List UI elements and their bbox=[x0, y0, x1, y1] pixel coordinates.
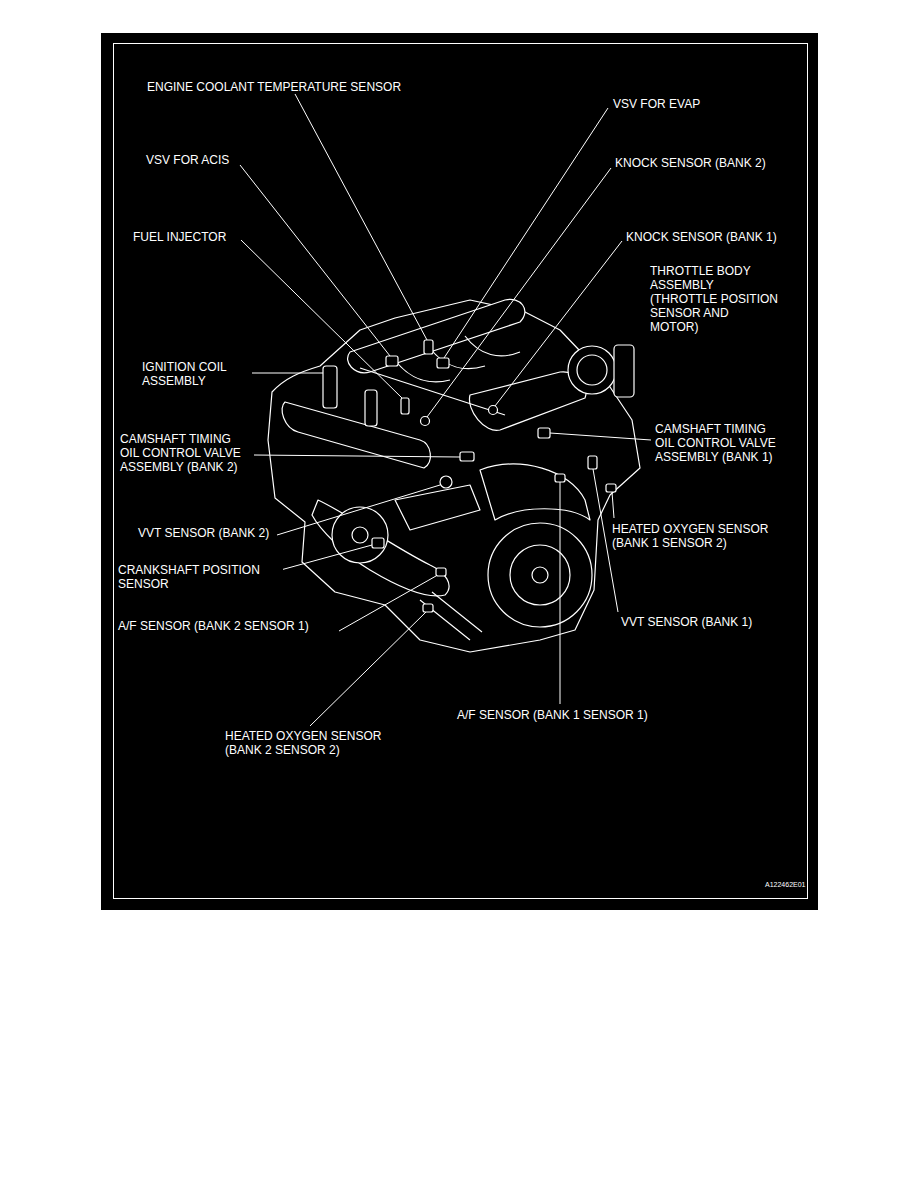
part-label: VSV FOR EVAP bbox=[613, 97, 700, 111]
knock-sensor bbox=[489, 406, 498, 415]
crankshaft-pulley bbox=[488, 523, 592, 627]
throttle-motor bbox=[614, 345, 634, 397]
part-label: ENGINE COOLANT TEMPERATURE SENSOR bbox=[147, 80, 401, 94]
crankshaft-sensor bbox=[372, 538, 384, 548]
part-label: CRANKSHAFT POSITION SENSOR bbox=[118, 563, 283, 591]
leader-line bbox=[339, 576, 436, 631]
vvt-sensor bbox=[588, 456, 597, 469]
part-label: CAMSHAFT TIMING OIL CONTROL VALVE ASSEMB… bbox=[655, 422, 785, 464]
sensor-symbols bbox=[323, 340, 616, 612]
part-label: A/F SENSOR (BANK 2 SENSOR 1) bbox=[118, 619, 309, 633]
leader-line bbox=[277, 485, 440, 535]
timing-cover bbox=[480, 464, 590, 520]
crankshaft-pulley-rim bbox=[510, 545, 570, 605]
leader-line bbox=[254, 455, 460, 457]
leader-line bbox=[560, 482, 561, 704]
oil-control-valve bbox=[460, 452, 474, 461]
engine-illustration bbox=[268, 299, 640, 652]
part-label: FUEL INJECTOR bbox=[133, 230, 226, 244]
coolant-sensor bbox=[424, 340, 433, 354]
crankshaft-pulley-hub bbox=[532, 567, 548, 583]
fuel-injector bbox=[401, 398, 409, 414]
throttle-body bbox=[568, 346, 616, 394]
af-sensor bbox=[436, 568, 446, 576]
leader-line bbox=[612, 492, 614, 518]
leader-line bbox=[550, 433, 651, 440]
leader-line bbox=[444, 108, 608, 358]
evap-vsv bbox=[437, 358, 449, 368]
part-label: CAMSHAFT TIMING OIL CONTROL VALVE ASSEMB… bbox=[120, 432, 250, 474]
oxygen-sensor bbox=[606, 484, 616, 492]
oxygen-sensor bbox=[423, 604, 433, 612]
vvt-sensor bbox=[440, 476, 452, 488]
af-sensor bbox=[555, 474, 565, 482]
leader-line bbox=[241, 240, 402, 398]
frame-background bbox=[101, 33, 818, 910]
idler-pulley-hub bbox=[352, 527, 368, 543]
part-label: KNOCK SENSOR (BANK 1) bbox=[626, 230, 777, 244]
leader-line bbox=[495, 241, 622, 406]
knock-sensor bbox=[421, 417, 430, 426]
exhaust-pipe bbox=[420, 592, 482, 640]
leader-line bbox=[295, 94, 427, 340]
part-label: HEATED OXYGEN SENSOR (BANK 2 SENSOR 2) bbox=[225, 729, 405, 757]
part-label: HEATED OXYGEN SENSOR (BANK 1 SENSOR 2) bbox=[612, 522, 792, 550]
part-label: THROTTLE BODY ASSEMBLY (THROTTLE POSITIO… bbox=[650, 264, 780, 334]
throttle-bore bbox=[577, 355, 607, 385]
part-label: KNOCK SENSOR (BANK 2) bbox=[615, 156, 766, 170]
leader-line bbox=[427, 168, 611, 417]
part-label: IGNITION COIL ASSEMBLY bbox=[142, 360, 252, 388]
part-label: A/F SENSOR (BANK 1 SENSOR 1) bbox=[457, 708, 648, 722]
leader-line bbox=[310, 612, 426, 726]
oil-control-valve bbox=[538, 428, 550, 438]
accessory-bracket bbox=[395, 485, 480, 530]
cylinder-head-cover-bank-1 bbox=[469, 372, 586, 431]
fuel-rail bbox=[360, 368, 505, 415]
part-label: VVT SENSOR (BANK 1) bbox=[621, 615, 752, 629]
figure-code: A122462E01 bbox=[765, 880, 805, 889]
engine-silhouette bbox=[268, 300, 640, 652]
acis-vsv bbox=[386, 356, 398, 366]
part-label: VSV FOR ACIS bbox=[146, 153, 229, 167]
ignition-coil bbox=[365, 390, 377, 426]
frame-border bbox=[114, 44, 808, 899]
ignition-coil bbox=[323, 366, 337, 408]
part-label: VVT SENSOR (BANK 2) bbox=[138, 526, 269, 540]
